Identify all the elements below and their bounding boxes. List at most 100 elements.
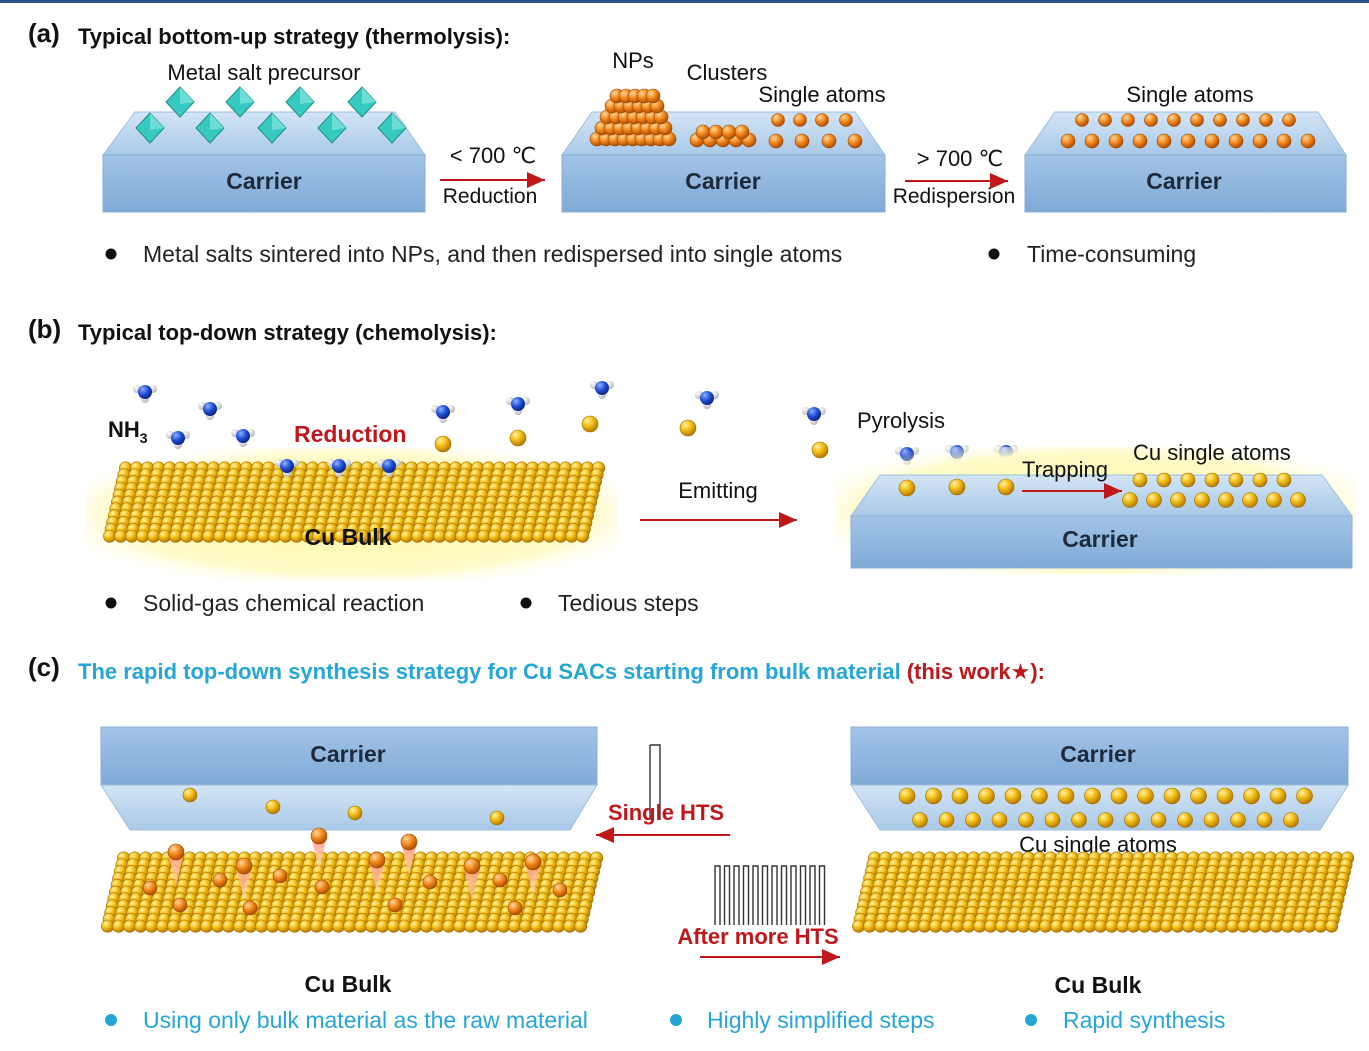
single-atom <box>815 113 829 127</box>
cluster-atom <box>695 124 711 140</box>
single-atom <box>1031 787 1048 805</box>
cu-atom <box>422 529 436 543</box>
n-atom <box>436 405 450 419</box>
salt-crystal-facet <box>180 87 194 104</box>
single-atom <box>1194 492 1210 508</box>
cu-atom <box>123 919 137 933</box>
single-atoms-label-a3: Single atoms <box>1126 82 1253 107</box>
cu-bulk-b <box>103 461 606 543</box>
emitted-atom <box>463 857 481 875</box>
surface-atom <box>552 882 568 898</box>
cu-atom <box>400 529 414 543</box>
bullet-c1: Using only bulk material as the raw mate… <box>143 1007 588 1033</box>
surface-atom <box>314 879 330 895</box>
single-atom <box>771 113 785 127</box>
single-atom <box>1097 812 1114 828</box>
salt-crystal-facet <box>332 113 346 130</box>
single-atom <box>347 805 363 821</box>
bullet-dot <box>105 597 117 609</box>
emission-cone <box>236 866 252 900</box>
cu-atom <box>1116 919 1130 933</box>
cu-atom <box>442 919 456 933</box>
n-atom <box>138 385 152 399</box>
cu-atom <box>167 919 181 933</box>
cu-atom-emitted <box>509 429 527 447</box>
cu-atom <box>1292 919 1306 933</box>
cu-atom <box>984 919 998 933</box>
top-border <box>0 0 1369 3</box>
cu-atom <box>1094 919 1108 933</box>
cu-atom <box>565 529 579 543</box>
single-atom <box>768 133 784 149</box>
cu-atom <box>1127 919 1141 933</box>
cu-atom <box>1204 919 1218 933</box>
emission-cone <box>311 836 327 870</box>
multi-pulse-icon <box>714 865 826 925</box>
cu-atom <box>532 529 546 543</box>
bullet-dot <box>1025 1014 1037 1026</box>
cu-atom <box>477 529 491 543</box>
cu-atom <box>486 919 500 933</box>
bullet-b2: Tedious steps <box>558 590 699 616</box>
cu-atom <box>863 919 877 933</box>
trapped-atom <box>898 479 916 497</box>
carrier-block-a3: Carrier <box>1024 111 1347 213</box>
emitted-atom <box>167 843 185 861</box>
single-atom <box>1230 812 1246 828</box>
cu-atom <box>554 529 568 543</box>
single-atom <box>489 810 505 826</box>
panel-c-title: The rapid top-down synthesis strategy fo… <box>78 659 1045 684</box>
cu-atom <box>277 919 291 933</box>
cu-atom <box>1171 919 1185 933</box>
bullet-dot <box>670 1014 682 1026</box>
single-atom <box>821 133 837 149</box>
single-atom <box>1018 812 1034 828</box>
single-atom <box>1084 787 1101 805</box>
single-atom <box>1213 113 1227 127</box>
single-atom <box>1144 113 1158 127</box>
bullet-dot <box>988 248 1000 260</box>
single-atom <box>794 133 810 149</box>
single-atom <box>1283 812 1299 828</box>
cu-atom <box>433 529 447 543</box>
cu-atom <box>466 529 480 543</box>
cu-atom <box>180 529 194 543</box>
cu-atom <box>222 919 236 933</box>
cu-atom <box>299 919 313 933</box>
emission-cone <box>168 852 184 886</box>
surface-atom <box>272 868 288 884</box>
single-atom <box>1098 113 1112 127</box>
cu-atom <box>321 919 335 933</box>
carrier-label-c1: Carrier <box>310 741 385 767</box>
single-hts-label: Single HTS <box>608 800 724 825</box>
single-atom <box>925 787 942 805</box>
cu-atom <box>310 919 324 933</box>
dense-atoms-c2 <box>898 787 1313 828</box>
arrow2-top-label: > 700 ℃ <box>917 146 1004 171</box>
emitted-atom <box>368 851 386 869</box>
single-atom <box>1282 113 1296 127</box>
single-atom <box>978 787 995 805</box>
cu-atom <box>246 529 260 543</box>
cu-atom <box>1303 919 1317 933</box>
cu-atom <box>189 919 203 933</box>
salt-crystal-facet <box>150 113 164 130</box>
cu-atom <box>1138 919 1152 933</box>
single-atom <box>1228 472 1244 488</box>
cu-atom <box>1215 919 1229 933</box>
cu-atom <box>508 919 522 933</box>
cu-atom <box>266 919 280 933</box>
cu-atom <box>497 919 511 933</box>
single-atom <box>1167 113 1181 127</box>
cu-atom <box>951 919 965 933</box>
cu-atom <box>1248 919 1262 933</box>
precursor-label: Metal salt precursor <box>167 60 360 85</box>
single-atom <box>847 133 863 149</box>
carrier-label-c2: Carrier <box>1060 741 1135 767</box>
single-atom <box>898 787 916 805</box>
emission-cone <box>464 866 480 900</box>
cu-atom <box>907 919 921 933</box>
single-atom <box>1236 113 1250 127</box>
single-atom <box>1132 472 1148 488</box>
nanoparticle-pile <box>589 88 677 147</box>
